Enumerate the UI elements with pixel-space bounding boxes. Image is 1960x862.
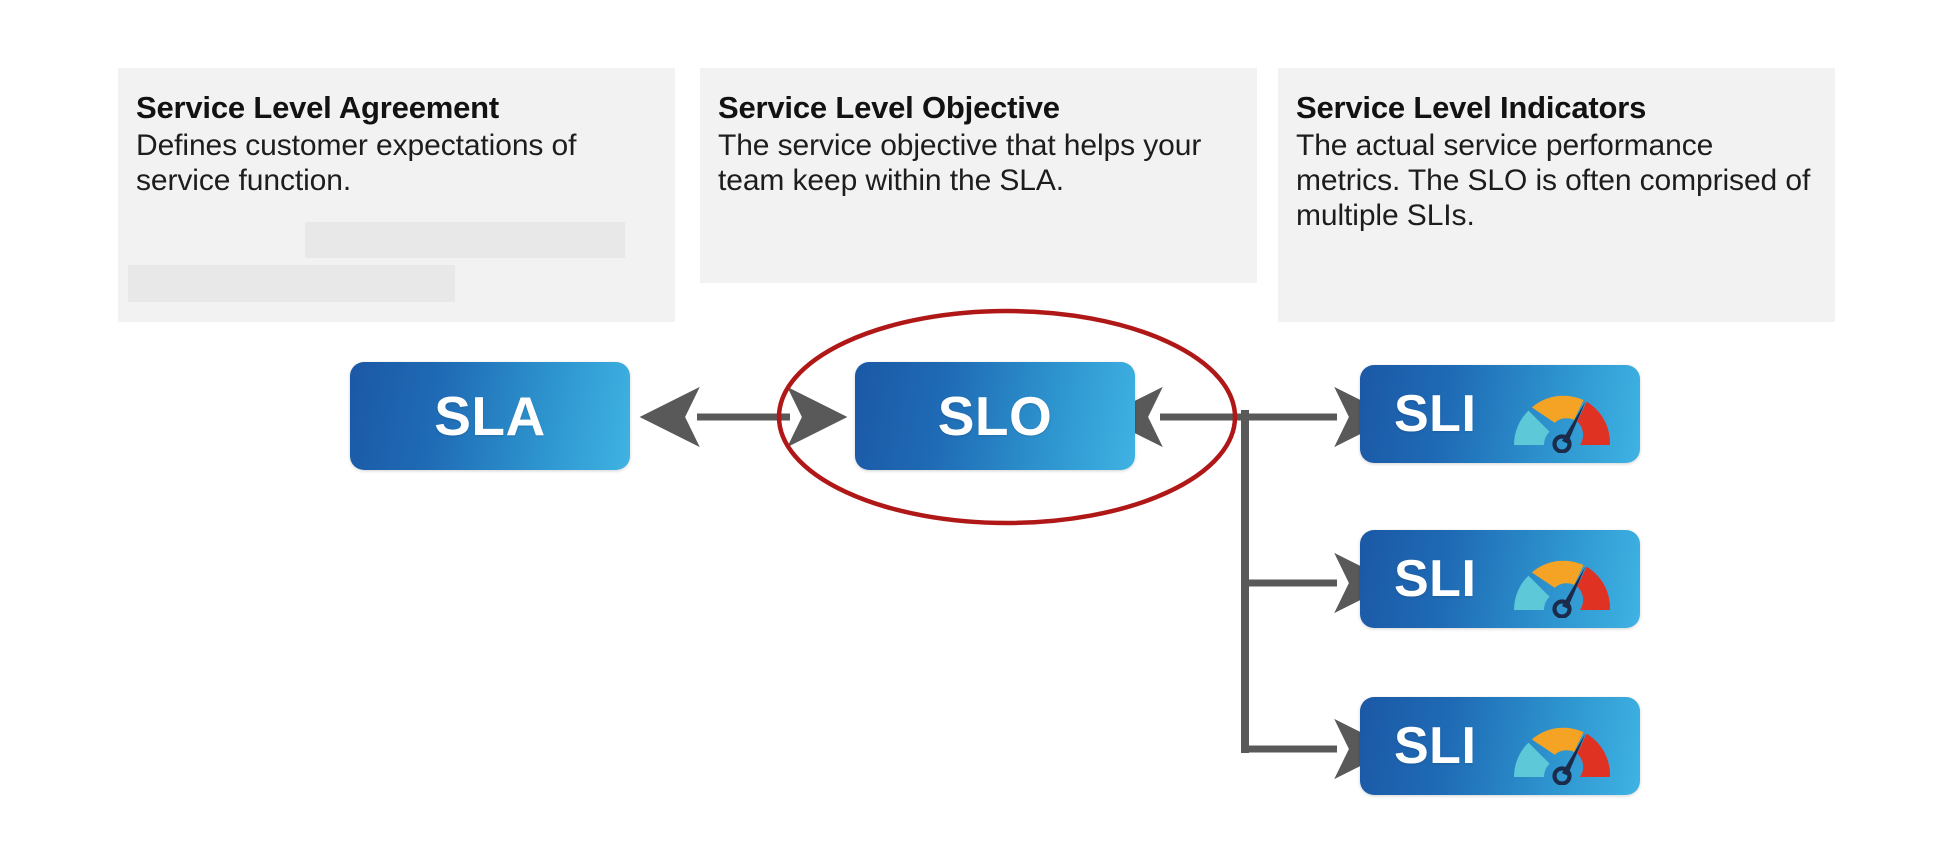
card-title: Service Level Objective bbox=[718, 90, 1060, 125]
gauge-icon bbox=[1506, 707, 1618, 786]
card-service-level-agreement: Service Level Agreement Defines customer… bbox=[118, 68, 675, 322]
card-body: The actual service performance metrics. … bbox=[1296, 128, 1811, 232]
gauge-icon bbox=[1506, 375, 1618, 454]
node-slo[interactable]: SLO bbox=[855, 362, 1135, 470]
redaction-block bbox=[305, 222, 625, 258]
node-label: SLI bbox=[1394, 717, 1477, 775]
card-title: Service Level Agreement bbox=[136, 90, 499, 125]
node-sli-2[interactable]: SLI bbox=[1360, 530, 1640, 628]
gauge-icon bbox=[1506, 540, 1618, 619]
card-title: Service Level Indicators bbox=[1296, 90, 1647, 125]
card-body: Defines customer expectations of service… bbox=[136, 128, 577, 197]
node-sli-1[interactable]: SLI bbox=[1360, 365, 1640, 463]
node-sla[interactable]: SLA bbox=[350, 362, 630, 470]
card-service-level-indicators: Service Level Indicators The actual serv… bbox=[1278, 68, 1835, 322]
card-body: The service objective that helps your te… bbox=[718, 128, 1202, 197]
node-label: SLI bbox=[1394, 385, 1477, 443]
node-sli-3[interactable]: SLI bbox=[1360, 697, 1640, 795]
card-service-level-objective: Service Level Objective The service obje… bbox=[700, 68, 1257, 283]
node-label: SLA bbox=[434, 384, 546, 447]
redaction-block bbox=[128, 265, 455, 302]
node-label: SLO bbox=[937, 384, 1053, 447]
node-label: SLI bbox=[1394, 550, 1477, 608]
